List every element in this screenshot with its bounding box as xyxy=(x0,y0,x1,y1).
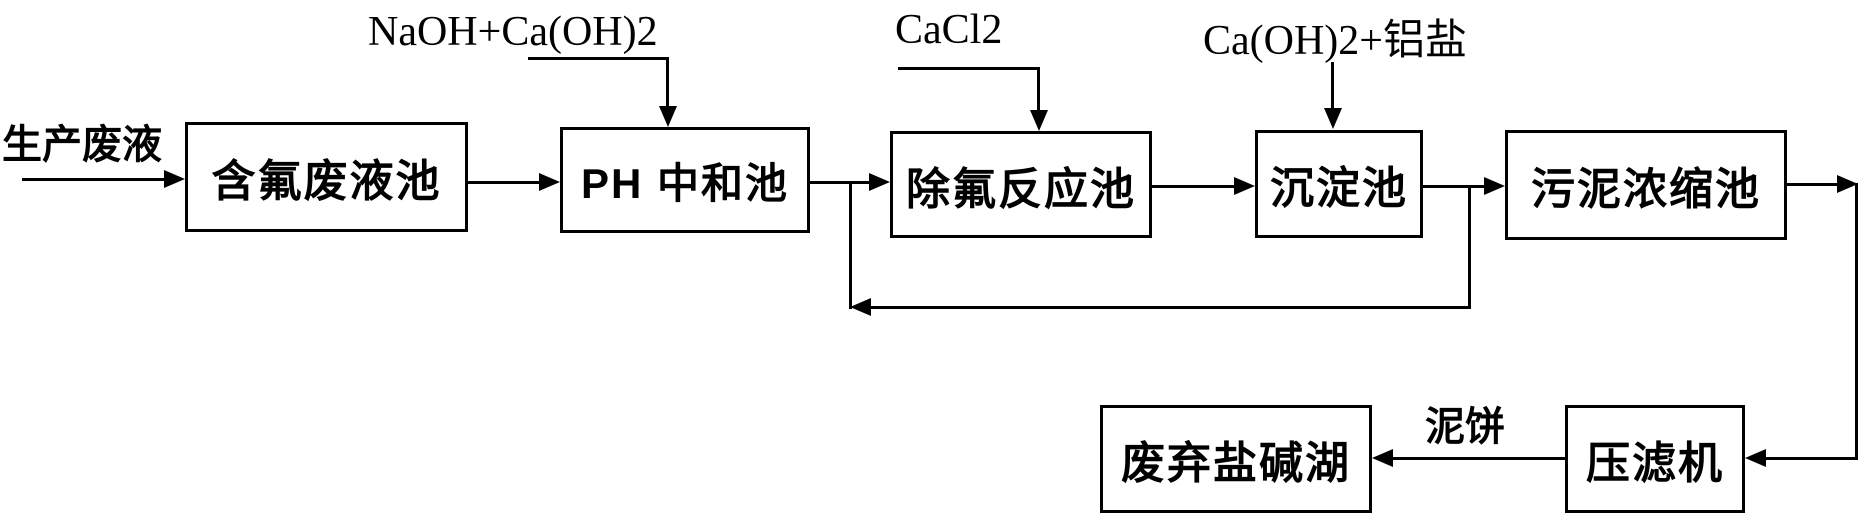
arrowhead-into-filter-press-icon xyxy=(1745,449,1766,467)
mud-cake-flow-line xyxy=(1392,457,1565,460)
arrowhead-into-ph-tank-icon xyxy=(539,173,560,191)
node-filter-press: 压滤机 xyxy=(1565,405,1745,513)
node-sedimentation-tank: 沉淀池 xyxy=(1255,130,1423,238)
reagent-label-cacl2: CaCl2 xyxy=(895,7,1003,53)
feed-stream-label: 生产废液 xyxy=(2,123,162,167)
reagent-label-naoh-caoh2: NaOH+Ca(OH)2 xyxy=(368,9,658,55)
node-sludge-thickening-tank: 污泥浓缩池 xyxy=(1505,130,1787,240)
feed-flow-line xyxy=(22,178,167,181)
recycle-line-horizontal xyxy=(868,306,1471,309)
reagent-line-caoh2-al-vertical xyxy=(1331,62,1334,110)
arrowhead-into-reactor-icon xyxy=(869,173,890,191)
flow-line-into-filter-press xyxy=(1765,457,1858,460)
arrowhead-into-thickener-icon xyxy=(1484,177,1505,195)
flow-line-4-5 xyxy=(1423,185,1487,188)
reagent-naoh-arrowhead-icon xyxy=(659,106,677,127)
reagent-line-naoh-horizontal xyxy=(528,57,669,60)
feed-arrowhead-icon xyxy=(164,170,185,188)
recycle-line-up xyxy=(849,182,852,309)
node-ph-neutralization-tank: PH 中和池 xyxy=(560,127,810,233)
node-fluoride-waste-tank: 含氟废液池 xyxy=(185,122,468,232)
flow-line-down-to-filter-press xyxy=(1855,183,1858,460)
recycle-arrowhead-icon xyxy=(850,298,871,316)
mud-cake-stream-label: 泥饼 xyxy=(1425,405,1505,449)
node-defluoridation-reactor: 除氟反应池 xyxy=(890,131,1152,238)
flow-line-2-3 xyxy=(810,181,872,184)
reagent-caoh2-al-arrowhead-icon xyxy=(1324,108,1342,129)
arrowhead-into-sedimentation-icon xyxy=(1234,177,1255,195)
reagent-cacl2-arrowhead-icon xyxy=(1030,110,1048,131)
flow-line-3-4 xyxy=(1152,185,1237,188)
reagent-line-cacl2-vertical xyxy=(1037,67,1040,113)
arrowhead-into-salt-lake-icon xyxy=(1372,449,1393,467)
reagent-line-cacl2-horizontal xyxy=(898,67,1040,70)
reagent-label-caoh2-al-salt: Ca(OH)2+铝盐 xyxy=(1203,18,1467,64)
flow-line-5-out xyxy=(1787,183,1840,186)
flow-line-1-2 xyxy=(468,181,542,184)
node-abandoned-salt-lake: 废弃盐碱湖 xyxy=(1100,405,1372,513)
recycle-line-down xyxy=(1468,185,1471,309)
reagent-line-naoh-vertical xyxy=(666,57,669,109)
arrowhead-corner-right-icon xyxy=(1837,175,1858,193)
